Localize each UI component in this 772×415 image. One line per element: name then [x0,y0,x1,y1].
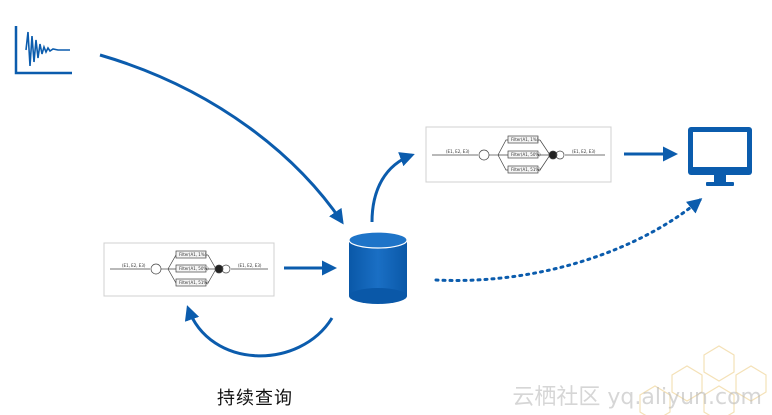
dotted-arrow-db-to-monitor [434,198,703,282]
top-flow-branch-2: Filter(A1, 50%) [511,152,541,157]
monitor-icon [688,127,752,186]
top-flow-branch-3: Filter(A1, 51%) [511,167,541,172]
top-flow-output-label: (E1, E2, E3) [572,149,596,154]
watermark-text: 云栖社区 yq.aliyun.com [512,385,762,410]
top-flow-diagram: (E1, E2, E3) Filter(A1, 1%) Filter(A1, 5… [425,126,612,183]
arrow-db-to-top-flow [370,152,415,223]
arrow-continuous-query-loop [184,305,334,358]
left-flow-output-label: (E1, E2, E3) [238,263,262,268]
left-flow-branch-1: Filter(A1, 1%) [179,252,207,257]
continuous-query-caption: 持续查询 [217,388,293,409]
signal-icon [14,26,72,75]
database-icon [348,231,408,304]
left-flow-diagram: (E1, E2, E3) Filter(A1, 1%) Filter(A1, 5… [103,242,275,297]
left-flow-branch-2: Filter(A1, 50%) [179,266,209,271]
left-flow-input-label: (E1, E2, E3) [122,263,146,268]
top-flow-branch-1: Filter(A1, 1%) [511,137,539,142]
arrow-signal-to-db [99,53,344,225]
hexagon-watermark-pattern [639,345,767,415]
top-flow-input-label: (E1, E2, E3) [446,149,470,154]
left-flow-branch-3: Filter(A1, 51%) [179,280,209,285]
